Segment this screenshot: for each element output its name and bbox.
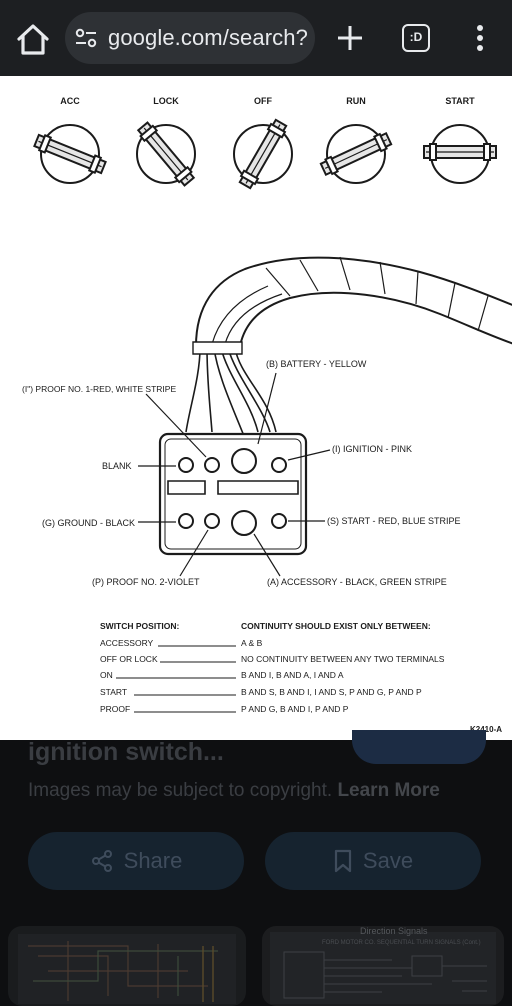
- table-row-continuity: A & B: [241, 638, 263, 648]
- more-menu-icon[interactable]: [468, 20, 492, 56]
- thumbnail-subtitle: FORD MOTOR CO. SEQUENTIAL TURN SIGNALS (…: [322, 940, 481, 946]
- share-icon: [91, 850, 112, 872]
- address-bar[interactable]: google.com/search?: [65, 12, 315, 64]
- label-ignition: (I) IGNITION - PINK: [332, 444, 412, 454]
- save-button[interactable]: Save: [265, 832, 481, 890]
- table-header-position: SWITCH POSITION:: [100, 621, 180, 631]
- diagram-code: K2410-A: [470, 725, 502, 734]
- table-row-position: PROOF: [100, 704, 130, 714]
- label-ground: (G) GROUND - BLACK: [42, 518, 135, 528]
- key-position-acc: [33, 124, 107, 184]
- label-blank: BLANK: [102, 461, 132, 471]
- continuity-table: SWITCH POSITION: CONTINUITY SHOULD EXIST…: [100, 621, 445, 714]
- site-settings-icon[interactable]: [75, 27, 97, 49]
- table-row-continuity: P AND G, B AND I, P AND P: [241, 704, 349, 714]
- label-start: (S) START - RED, BLUE STRIPE: [327, 516, 461, 526]
- position-label-run: RUN: [346, 96, 366, 106]
- key-position-lock: [136, 121, 196, 187]
- ignition-switch-diagram: ACC LOCK OFF RUN START: [22, 96, 512, 734]
- table-row-continuity: B AND S, B AND I, I AND S, P AND G, P AN…: [241, 687, 422, 697]
- copyright-notice: Images may be subject to copyright. Lear…: [28, 780, 440, 802]
- label-proof-1: (I") PROOF NO. 1-RED, WHITE STRIPE: [22, 384, 176, 394]
- position-label-acc: ACC: [60, 96, 80, 106]
- copyright-text: Images may be subject to copyright.: [28, 780, 333, 801]
- switch-connector: [158, 432, 308, 556]
- share-label: Share: [123, 848, 183, 873]
- leader-lines: [138, 372, 331, 577]
- direction-signals-thumbnail-graphic: [270, 932, 496, 1004]
- save-label: Save: [362, 848, 414, 873]
- new-tab-icon[interactable]: [332, 20, 368, 56]
- table-row-position: OFF OR LOCK: [100, 654, 158, 664]
- bookmark-icon: [334, 849, 352, 873]
- table-row-position: ON: [100, 670, 113, 680]
- browser-toolbar: google.com/search? :D: [0, 0, 512, 76]
- table-header-continuity: CONTINUITY SHOULD EXIST ONLY BETWEEN:: [241, 621, 431, 631]
- key-position-start: [423, 124, 497, 184]
- table-row-continuity: B AND I, B AND A, I AND A: [241, 670, 344, 680]
- label-battery: (B) BATTERY - YELLOW: [266, 359, 367, 369]
- url-text: google.com/search?: [108, 25, 308, 50]
- position-label-off: OFF: [254, 96, 272, 106]
- result-title[interactable]: ignition switch...: [28, 738, 224, 766]
- visit-button[interactable]: [352, 730, 486, 764]
- learn-more-link[interactable]: Learn More: [337, 780, 440, 801]
- wiring-thumbnail-graphic: [18, 934, 236, 1004]
- tab-switcher-button[interactable]: :D: [402, 24, 430, 52]
- image-preview[interactable]: ACC LOCK OFF RUN START: [0, 76, 512, 740]
- home-icon[interactable]: [14, 20, 52, 58]
- related-image-thumbnail[interactable]: Direction Signals FORD MOTOR CO. SEQUENT…: [262, 926, 504, 1006]
- related-image-thumbnail[interactable]: [8, 926, 246, 1006]
- table-row-position: ACCESSORY: [100, 638, 154, 648]
- table-row-position: START: [100, 687, 127, 697]
- key-position-off: [233, 118, 293, 190]
- position-label-lock: LOCK: [153, 96, 179, 106]
- label-accessory: (A) ACCESSORY - BLACK, GREEN STRIPE: [267, 577, 447, 587]
- label-proof-2: (P) PROOF NO. 2-VIOLET: [92, 577, 200, 587]
- position-label-start: START: [445, 96, 475, 106]
- table-row-continuity: NO CONTINUITY BETWEEN ANY TWO TERMINALS: [241, 654, 445, 664]
- share-button[interactable]: Share: [28, 832, 244, 890]
- wiring-harness: [185, 256, 512, 437]
- thumbnail-title: Direction Signals: [360, 926, 428, 936]
- key-position-run: [319, 124, 393, 184]
